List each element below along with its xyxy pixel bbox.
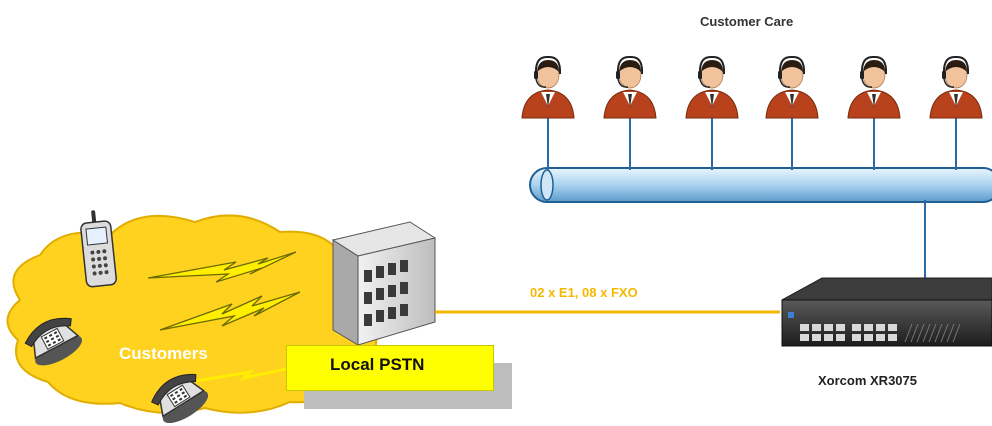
agent-icon xyxy=(603,55,657,119)
agent-icon xyxy=(929,55,983,119)
lightning-icon xyxy=(147,251,297,283)
customer-care-label: Customer Care xyxy=(700,14,794,29)
agent-icon xyxy=(521,55,575,119)
mobile-phone-icon xyxy=(80,210,117,288)
device-label: Xorcom XR3075 xyxy=(818,373,917,388)
local-pstn-label-box xyxy=(286,345,494,391)
building-icon xyxy=(331,221,437,346)
network-bus-icon xyxy=(529,167,992,203)
lightning-icon xyxy=(159,291,301,331)
local-pstn-label: Local PSTN xyxy=(330,355,425,374)
agent-icon xyxy=(685,55,739,119)
agent-icon xyxy=(765,55,819,119)
customers-label: Customers xyxy=(119,344,208,363)
lightning-icon xyxy=(189,364,301,384)
bus-drops xyxy=(547,118,957,170)
trunk-link-label: 02 x E1, 08 x FXO xyxy=(530,285,638,300)
ip-pbx-appliance-icon xyxy=(781,277,992,347)
agent-icon xyxy=(847,55,901,119)
